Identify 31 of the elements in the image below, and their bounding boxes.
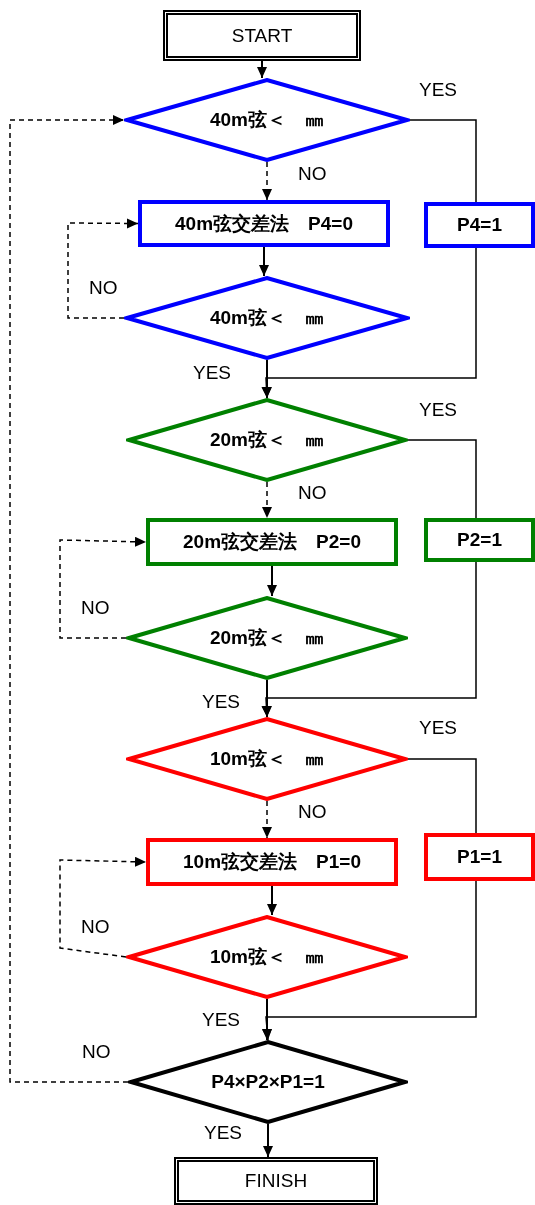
arrow xyxy=(267,885,277,916)
arrow xyxy=(262,161,272,201)
process-box: P4=1 xyxy=(424,202,535,248)
arrow xyxy=(262,481,272,519)
arrow xyxy=(257,60,267,79)
terminal-box: FINISH xyxy=(174,1157,378,1205)
arrow xyxy=(59,856,147,958)
process-box: 20m弦交差法 P2=0 xyxy=(146,518,398,566)
condition-text: 40m弦＜ ㎜ xyxy=(210,306,324,330)
arrow xyxy=(262,679,272,718)
arrow xyxy=(267,565,277,597)
condition-text: 10m弦＜ ㎜ xyxy=(210,747,324,771)
condition-text: 20m弦＜ ㎜ xyxy=(210,626,324,650)
process-box: P2=1 xyxy=(424,518,535,562)
arrow xyxy=(263,1123,273,1158)
arrow xyxy=(9,115,129,1083)
process-box: 10m弦交差法 P1=0 xyxy=(146,838,398,886)
arrow xyxy=(262,880,477,1041)
condition-text: 10m弦＜ ㎜ xyxy=(210,945,324,969)
process-box: P1=1 xyxy=(424,833,535,881)
arrow xyxy=(67,218,139,319)
condition-text: 40m弦＜ ㎜ xyxy=(210,108,324,132)
process-box: 40m弦交差法 P4=0 xyxy=(138,200,390,247)
arrow xyxy=(262,800,272,839)
condition-text: P4×P2×P1=1 xyxy=(211,1071,325,1093)
arrow xyxy=(262,359,272,399)
arrow xyxy=(59,536,147,639)
condition-text: 20m弦＜ ㎜ xyxy=(210,428,324,452)
arrow xyxy=(262,998,272,1041)
arrow xyxy=(259,246,269,277)
terminal-box: START xyxy=(163,10,361,61)
